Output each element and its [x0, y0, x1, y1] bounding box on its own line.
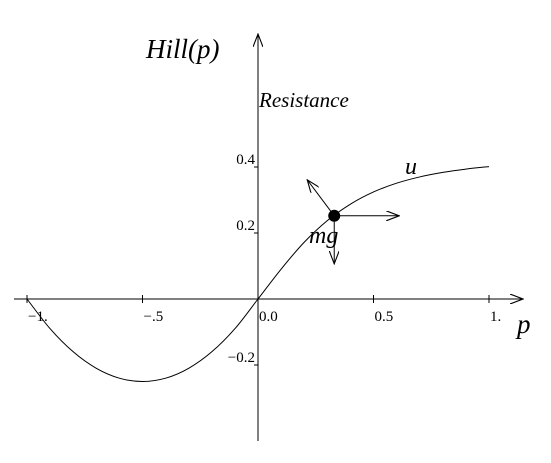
x-tick-label: 0.5: [375, 309, 394, 325]
y-tick-group: 0.4 0.2 −0.2: [228, 152, 258, 366]
particle-dot: [328, 209, 341, 222]
x-tick-group: −1. −.5 0.0 0.5 1.: [26, 295, 501, 325]
resistance-arrow: [307, 180, 335, 217]
y-tick-label: −0.2: [228, 350, 255, 366]
y-tick-label: 0.4: [236, 152, 255, 168]
x-tick-label: 0.0: [259, 309, 278, 325]
hill-curve-line: [26, 166, 490, 383]
x-tick-label: 1.: [490, 309, 501, 325]
y-axis-title: Hill(p): [145, 34, 220, 64]
x-tick-label: −.5: [144, 309, 164, 325]
resistance-label: Resistance: [258, 88, 349, 112]
force-annotation: Resistance u mg: [258, 88, 417, 264]
u-label: u: [405, 154, 417, 180]
x-axis-title: p: [515, 309, 531, 339]
mg-label: mg: [309, 223, 338, 249]
x-tick-label: −1.: [28, 309, 48, 325]
y-tick-label: 0.2: [236, 218, 255, 234]
